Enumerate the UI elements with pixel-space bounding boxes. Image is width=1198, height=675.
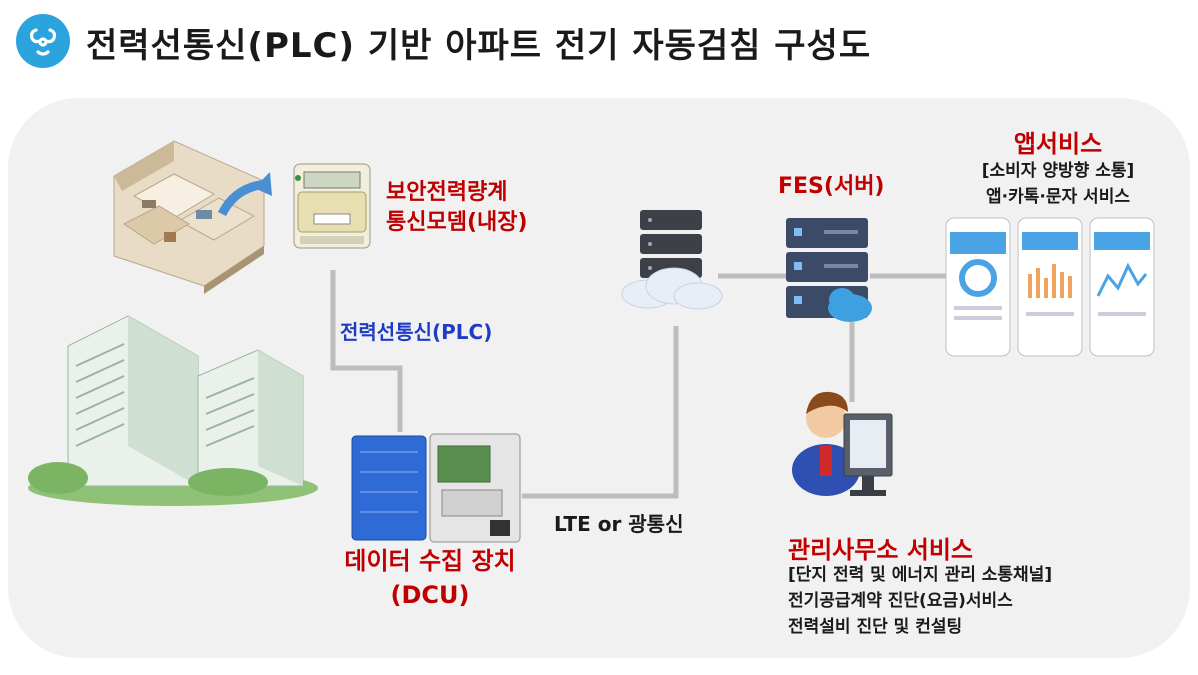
smartphone-app-icon <box>945 217 1155 357</box>
apartment-buildings-icon <box>28 315 318 506</box>
office-service-title: 관리사무소 서비스 <box>788 536 973 564</box>
app-service-line2: 앱·카톡·문자 서비스 <box>986 187 1130 207</box>
cloud-server-icon <box>621 210 723 310</box>
page-title: 전력선통신(PLC) 기반 아파트 전기 자동검침 구성도 <box>86 26 872 66</box>
lte-label: LTE or 광통신 <box>554 512 684 536</box>
apartment-floorplan-icon <box>113 140 272 294</box>
dcu-label-line2: (DCU) <box>390 581 470 609</box>
office-service-desc: [단지 전력 및 에너지 관리 소통채널] 전기공급계약 진단(요금)서비스 전… <box>788 562 1052 640</box>
meter-label: 보안전력량계 통신모뎀(내장) <box>386 178 528 238</box>
smart-meter-icon <box>293 163 371 249</box>
dcu-box-icon <box>351 433 521 543</box>
fes-label: FES(서버) <box>778 174 885 199</box>
app-service-title: 앱서비스 <box>1013 130 1103 158</box>
meter-label-line1: 보안전력량계 <box>386 180 508 205</box>
office-service-line3: 전력설비 진단 및 컨설팅 <box>788 617 963 637</box>
office-worker-icon <box>792 391 893 496</box>
dcu-label-line1: 데이터 수집 장치 <box>344 547 516 575</box>
dcu-label: 데이터 수집 장치 (DCU) <box>314 544 546 612</box>
fes-server-icon <box>786 218 872 322</box>
office-service-line1: [단지 전력 및 에너지 관리 소통채널] <box>788 565 1053 585</box>
logo-icon <box>16 14 70 68</box>
meter-label-line2: 통신모뎀(내장) <box>386 210 528 235</box>
app-service-desc: [소비자 양방향 소통] 앱·카톡·문자 서비스 <box>938 158 1178 210</box>
app-service-line1: [소비자 양방향 소통] <box>981 161 1135 181</box>
lte-line <box>522 326 679 499</box>
plc-label: 전력선통신(PLC) <box>340 320 493 344</box>
plc-line <box>330 270 403 432</box>
office-service-line2: 전기공급계약 진단(요금)서비스 <box>788 591 1013 611</box>
